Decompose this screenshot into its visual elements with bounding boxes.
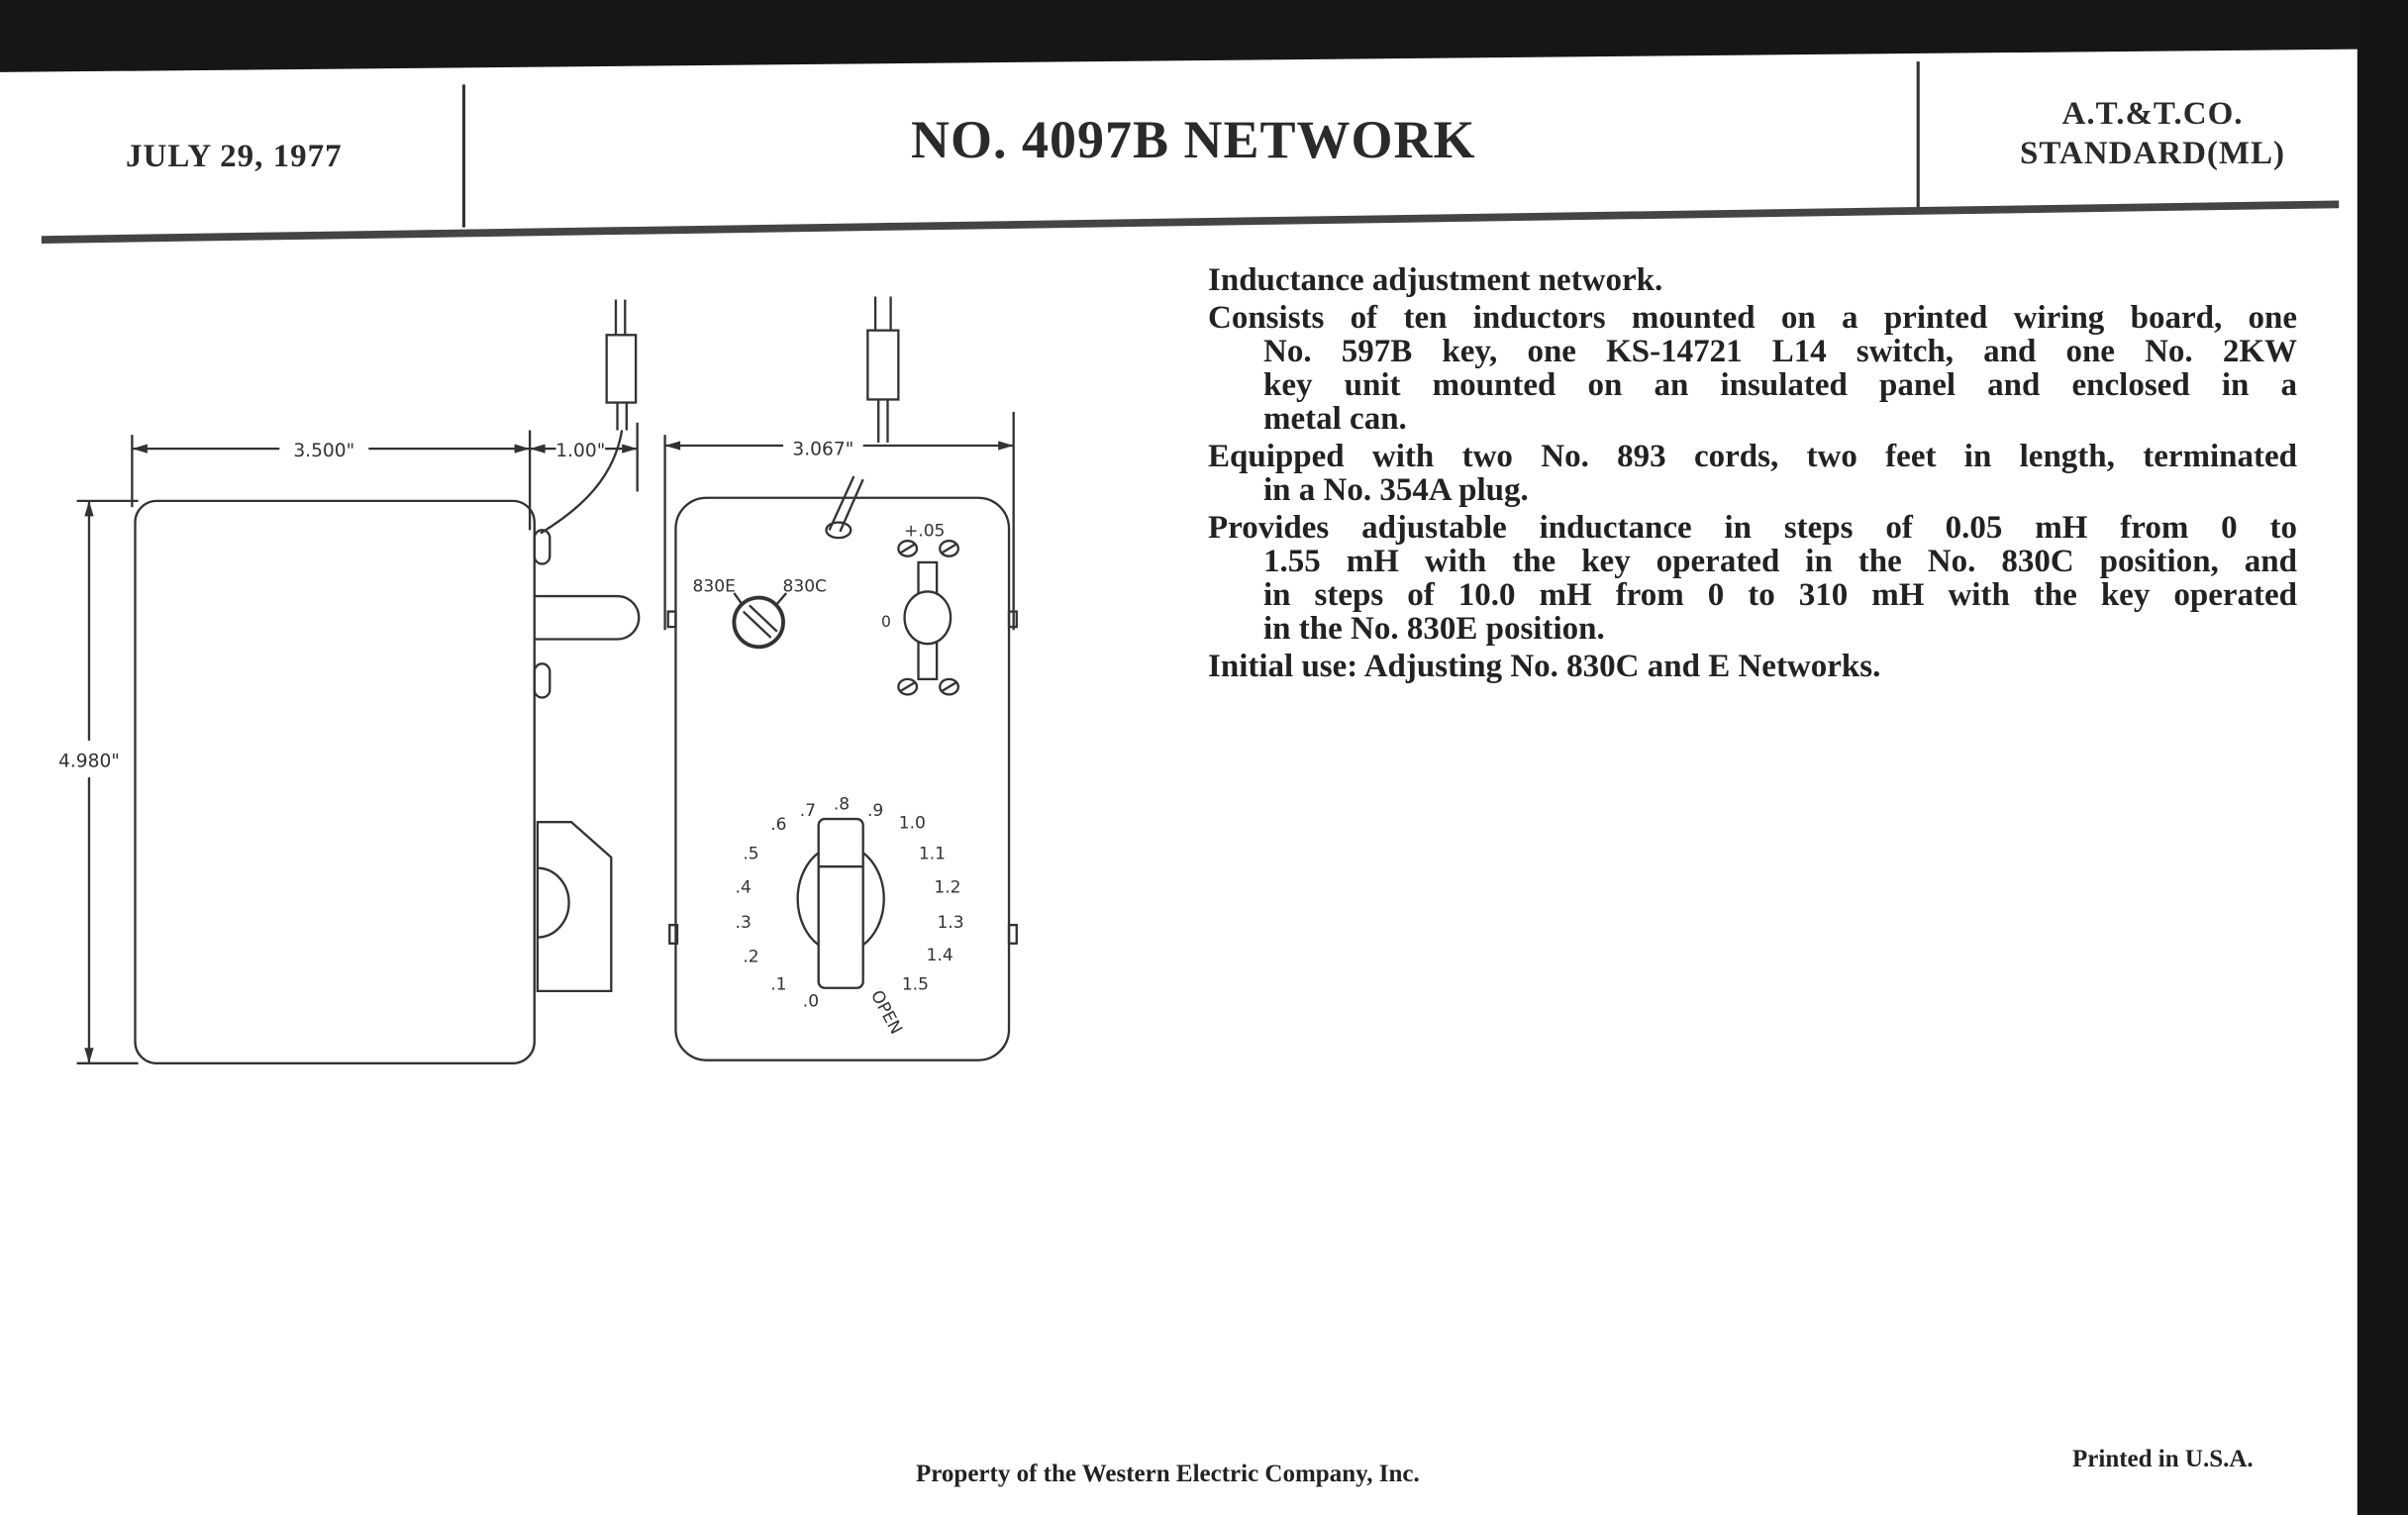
side-view-bump-mid xyxy=(533,662,552,699)
switch-label-zero: 0 xyxy=(881,613,891,631)
description-paragraph: Initial use: Adjusting No. 830C and E Ne… xyxy=(1208,650,2297,683)
key-label-830e: 830E xyxy=(693,576,736,596)
side-view-bracket xyxy=(536,821,613,993)
description-paragraph: Consists of ten inductors mounted on a p… xyxy=(1208,301,2297,436)
description-line: Equipped with two No. 893 cords, two fee… xyxy=(1208,439,2297,474)
standard-company: A.T.&T.CO. xyxy=(2061,96,2244,132)
switch-toggle xyxy=(903,590,953,646)
side-height-dimension: 4.980" xyxy=(58,751,120,771)
side-view-key-cylinder xyxy=(534,594,641,641)
screw-icon xyxy=(897,540,959,696)
header-rule xyxy=(41,200,2340,244)
side-view-bump-top xyxy=(533,529,552,565)
document-title: NO. 4097B NETWORK xyxy=(911,110,1476,169)
dial-label: 1.5 xyxy=(902,974,929,994)
description-line: in steps of 10.0 mH from 0 to 310 mH wit… xyxy=(1263,577,2297,613)
description-line: Initial use: Adjusting No. 830C and E Ne… xyxy=(1208,649,1881,684)
property-notice: Property of the Western Electric Company… xyxy=(916,1461,1420,1487)
standard-label: A.T.&T.CO. STANDARD(ML) xyxy=(2020,94,2285,173)
description-line: Consists of ten inductors mounted on a p… xyxy=(1208,300,2297,336)
front-view-drawing xyxy=(663,296,1018,1061)
document-date: JULY 29, 1977 xyxy=(126,139,343,174)
dial-label: .1 xyxy=(770,974,786,994)
dial-label: .6 xyxy=(770,815,786,835)
dial-knob-base xyxy=(796,852,885,947)
dial-open-label: OPEN xyxy=(866,987,906,1038)
side-view-plug xyxy=(605,334,638,404)
dial-label: .2 xyxy=(743,947,758,966)
dial-scale: .0 .1 .2 .3 .4 .5 .6 .7 .8 .9 1.0 1.1 1.2 1.3 1.4 1.5 xyxy=(736,795,964,1012)
dial-label: 1.1 xyxy=(919,844,946,863)
side-view-can xyxy=(134,499,536,1064)
cord-grommet xyxy=(825,521,853,540)
side-view-knob xyxy=(537,866,570,939)
front-view-cord xyxy=(828,475,864,533)
description-paragraph: Provides adjustable inductance in steps … xyxy=(1208,511,2297,646)
side-depth-dimension: 1.00" xyxy=(555,441,605,461)
description-line: No. 597B key, one KS-14721 L14 switch, a… xyxy=(1263,334,2297,369)
standard-type: STANDARD(ML) xyxy=(2020,136,2286,171)
description-line: metal can. xyxy=(1263,401,1407,437)
dial-label: .5 xyxy=(743,844,758,863)
description-paragraph: Equipped with two No. 893 cords, two fee… xyxy=(1208,440,2297,507)
dial-label: .0 xyxy=(803,991,819,1011)
printed-notice: Printed in U.S.A. xyxy=(2072,1446,2254,1472)
front-view-panel xyxy=(674,496,1011,1061)
dial-label: .3 xyxy=(736,913,752,933)
dial-label: 1.4 xyxy=(927,946,953,965)
description-line: 1.55 mH with the key operated in the No.… xyxy=(1263,544,2297,579)
dial-label: .8 xyxy=(834,795,850,815)
dial-knob xyxy=(817,817,864,989)
dial-label: 1.0 xyxy=(899,813,926,833)
key-label-830c: 830C xyxy=(783,576,827,596)
side-width-dimension: 3.500" xyxy=(293,441,354,461)
key-lever xyxy=(732,595,785,650)
description-line: Inductance adjustment network. xyxy=(1208,262,1663,298)
description-line: in a No. 354A plug. xyxy=(1263,472,1529,508)
dial-label: .9 xyxy=(867,801,883,821)
description: Inductance adjustment network.Consists o… xyxy=(1208,263,2297,687)
description-line: Provides adjustable inductance in steps … xyxy=(1208,510,2297,546)
description-paragraph: Inductance adjustment network. xyxy=(1208,263,2297,297)
side-view-drawing xyxy=(76,299,641,1064)
description-line: key unit mounted on an insulated panel a… xyxy=(1263,367,2297,403)
front-width-dimension: 3.067" xyxy=(792,439,853,459)
side-view-cord xyxy=(540,430,624,535)
dial-label: .7 xyxy=(800,801,816,821)
dial-label: 1.2 xyxy=(934,878,960,898)
scan-border-right xyxy=(2357,0,2408,1515)
dial-label: .4 xyxy=(736,878,752,898)
switch-label-top: +.05 xyxy=(904,522,945,542)
front-view-plug xyxy=(866,329,900,401)
scan-border-top xyxy=(0,0,2408,72)
dial-label: 1.3 xyxy=(938,913,964,933)
description-line: in the No. 830E position. xyxy=(1263,611,1605,647)
